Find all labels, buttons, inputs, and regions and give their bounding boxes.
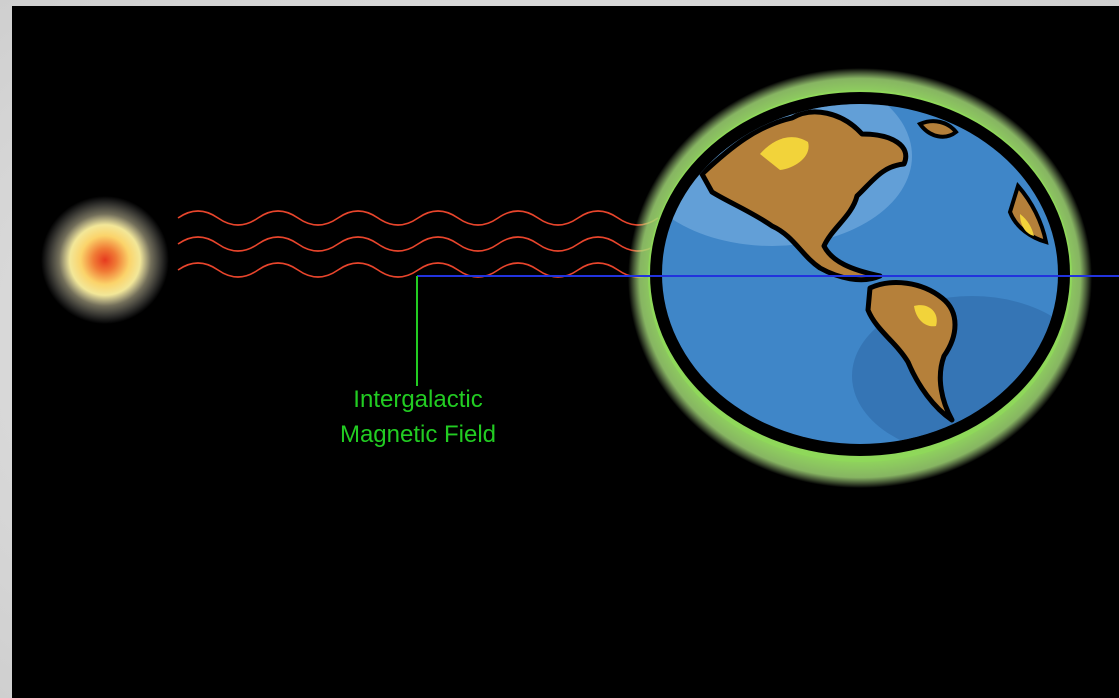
wave-line — [177, 210, 659, 226]
solar-wind-waves — [177, 210, 659, 278]
space-scene: Intergalactic Magnetic Field — [12, 6, 1119, 698]
sun-icon — [41, 196, 169, 324]
diagram-canvas — [41, 68, 1119, 488]
earth-icon — [628, 68, 1092, 488]
field-label: Intergalactic Magnetic Field — [308, 382, 528, 452]
wave-line — [177, 262, 659, 278]
field-label-line1: Intergalactic — [353, 386, 483, 413]
wave-line — [177, 236, 659, 252]
field-label-line2: Magnetic Field — [339, 421, 497, 448]
